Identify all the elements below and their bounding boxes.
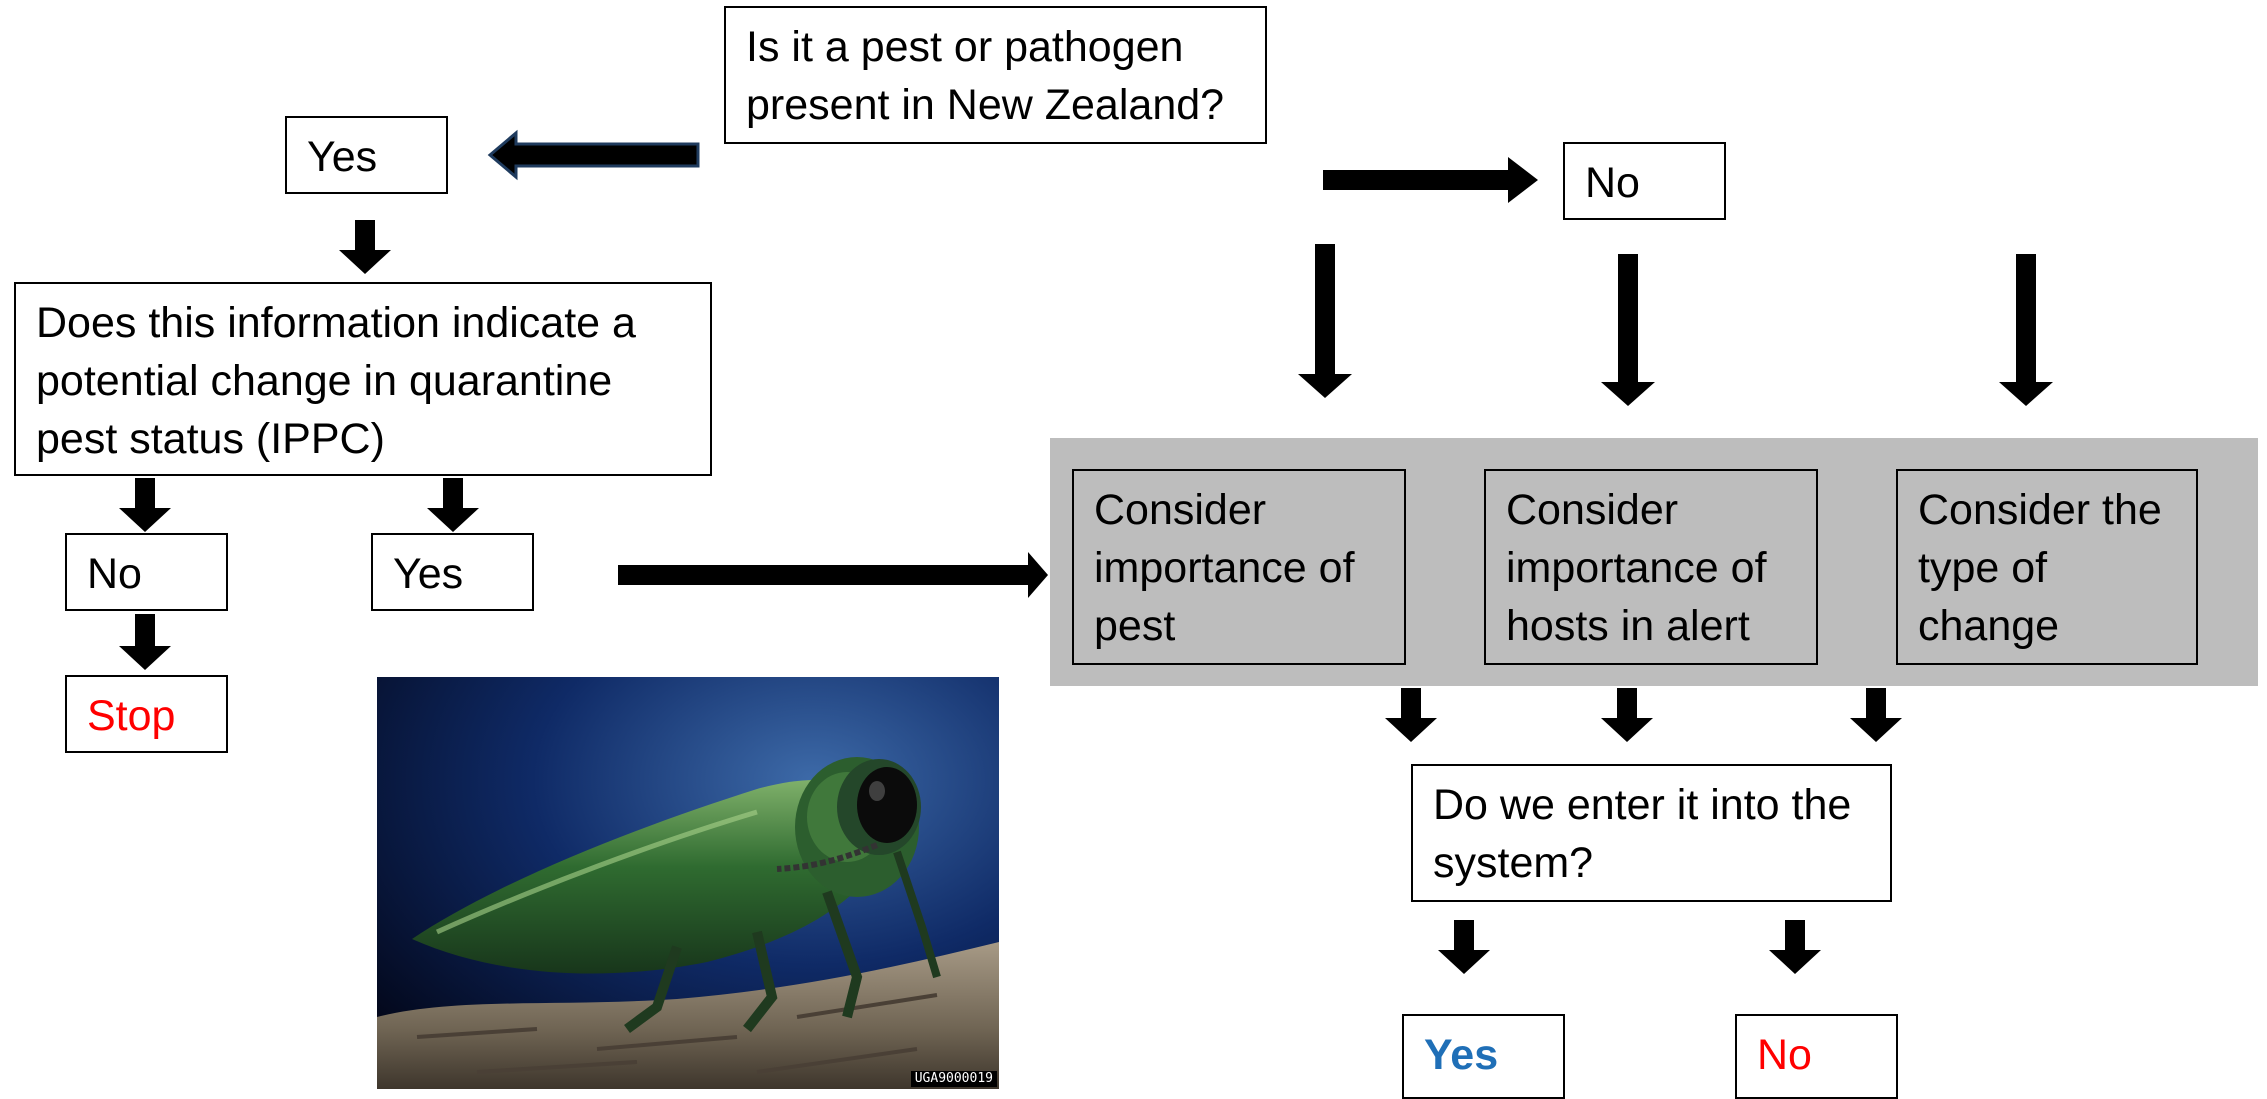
arrow-right-to-no <box>1323 157 1538 203</box>
arrow-down-no-left <box>119 478 171 532</box>
arrow-down-no-final <box>1769 920 1821 974</box>
question-present-in-nz: Is it a pest or pathogen present in New … <box>724 6 1267 144</box>
no-change-box: No <box>65 533 228 611</box>
arrow-down-stop <box>119 614 171 670</box>
consider-type-of-change: Consider the type of change <box>1896 469 2198 665</box>
photo-id-label: UGA9000019 <box>910 1071 997 1087</box>
arrow-left-to-yes <box>487 129 700 181</box>
no-enter-box: No <box>1735 1014 1898 1099</box>
arrow-down-yes-final <box>1438 920 1490 974</box>
question-quarantine-status: Does this information indicate a potenti… <box>14 282 712 476</box>
arrow-right-to-panel <box>618 552 1048 598</box>
beetle-illustration <box>377 677 999 1089</box>
consider-importance-of-pest: Consider importance of pest <box>1072 469 1406 665</box>
arrow-down-hosts <box>1601 254 1655 406</box>
yes-enter-box: Yes <box>1402 1014 1565 1099</box>
question-enter-system: Do we enter it into the system? <box>1411 764 1892 902</box>
arrow-down-from-change <box>1850 688 1902 742</box>
arrow-down-yes-left <box>427 478 479 532</box>
no-present-box: No <box>1563 142 1726 220</box>
consider-importance-of-hosts: Consider importance of hosts in alert <box>1484 469 1818 665</box>
arrow-down-from-pest <box>1385 688 1437 742</box>
arrow-down-from-hosts <box>1601 688 1653 742</box>
arrow-down-pest <box>1298 244 1352 398</box>
yes-present-box: Yes <box>285 116 448 194</box>
stop-box: Stop <box>65 675 228 753</box>
arrow-down-change <box>1999 254 2053 406</box>
yes-change-box: Yes <box>371 533 534 611</box>
emerald-ash-borer-photo: UGA9000019 <box>377 677 999 1089</box>
arrow-down-yes-top <box>339 220 391 274</box>
